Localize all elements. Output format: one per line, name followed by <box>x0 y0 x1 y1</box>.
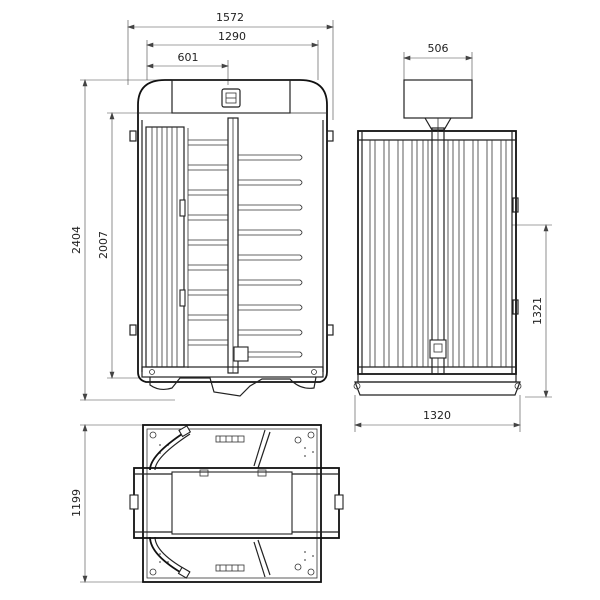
plan-view <box>129 424 344 583</box>
dim-front-partial-width: 601 <box>178 51 199 64</box>
dim-side-base-width: 1320 <box>423 409 451 422</box>
dim-plan-depth: 1199 <box>70 489 83 517</box>
dim-front-overall-height: 2404 <box>70 226 83 254</box>
dim-front-inner-width: 1290 <box>218 30 246 43</box>
dim-side-height: 1321 <box>531 297 544 325</box>
dim-front-inner-height: 2007 <box>97 231 110 259</box>
dimension-lines <box>80 20 552 583</box>
dim-front-overall-width: 1572 <box>216 11 244 24</box>
dim-side-top-box-width: 506 <box>428 42 449 55</box>
side-view <box>353 79 522 396</box>
front-view <box>129 79 334 397</box>
logo-plate-icon <box>221 88 241 108</box>
